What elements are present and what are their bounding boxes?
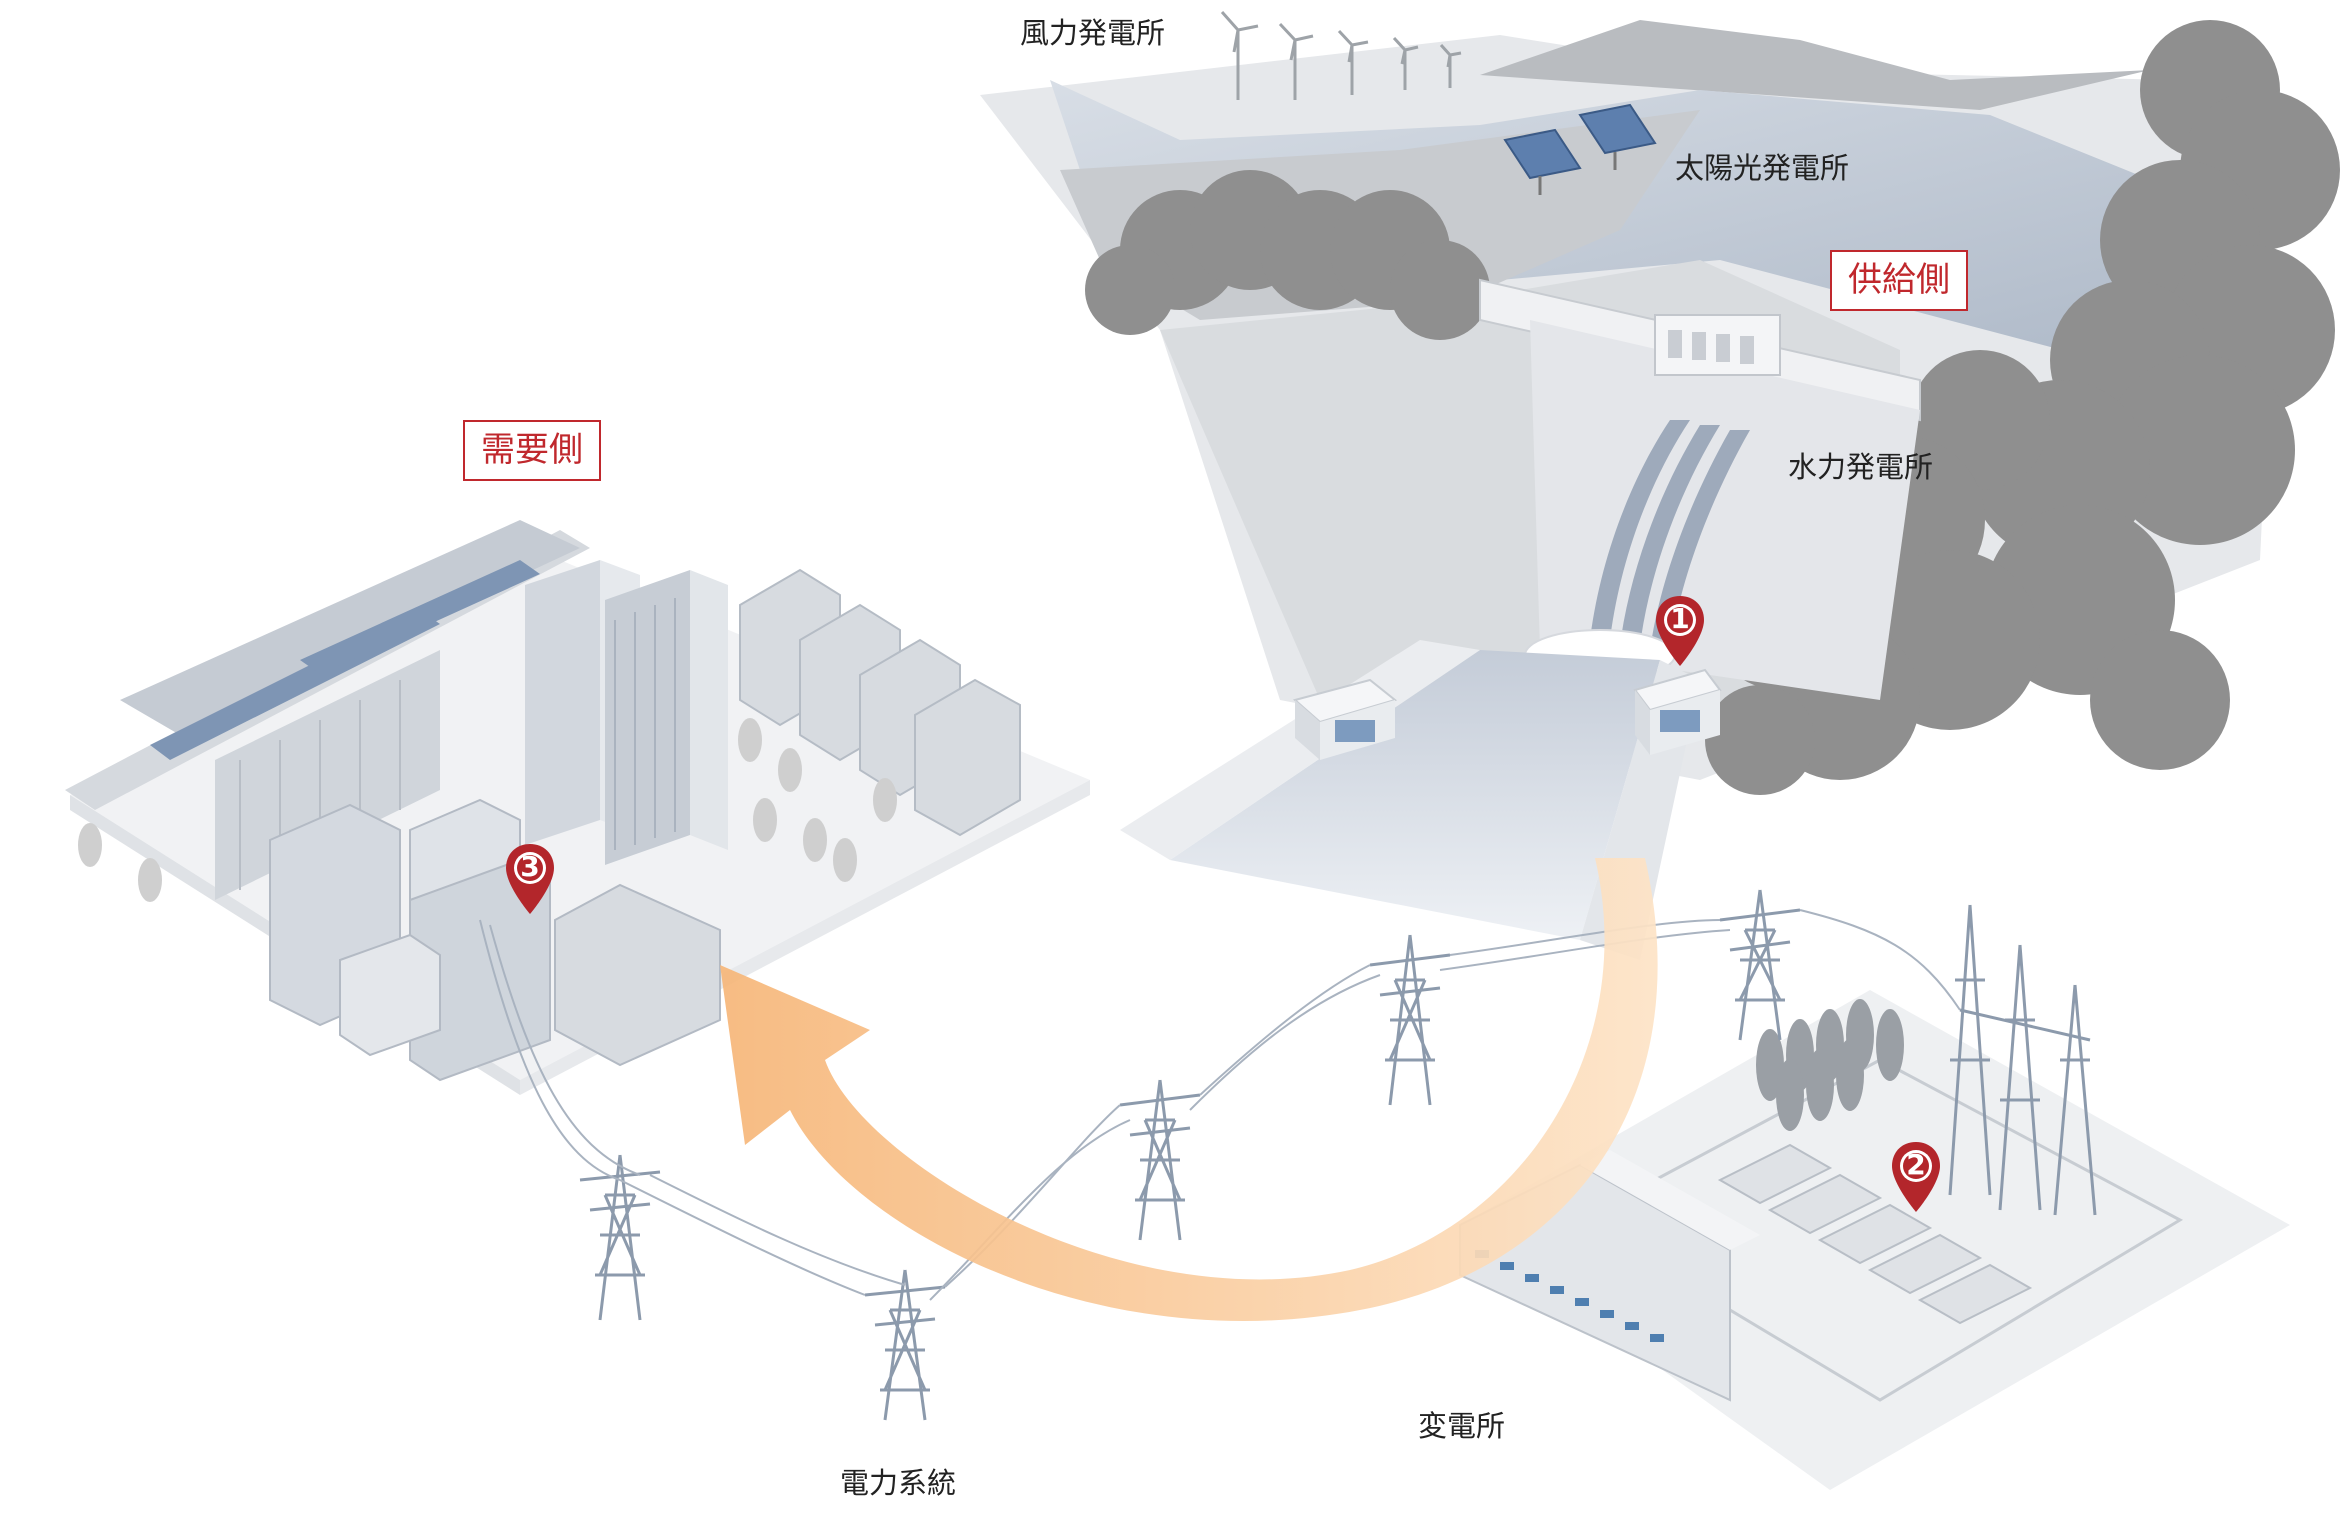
dam-buildings	[1292, 668, 1722, 760]
marker-pin-1[interactable]: 1	[1652, 594, 1708, 668]
forest-left	[1085, 170, 1490, 340]
demand-side-box: 需要側	[463, 420, 601, 481]
transmission-towers	[579, 889, 2097, 1421]
houses	[739, 568, 1021, 837]
forest-right	[1705, 20, 2340, 795]
power-grid-label: 電力系統	[840, 1466, 957, 1500]
marker-number: 3	[520, 850, 540, 883]
elevated-railway	[65, 520, 590, 900]
supply-side-box: 供給側	[1830, 250, 1968, 311]
solar-panels	[1503, 103, 1657, 195]
map-pin-icon	[1656, 596, 1704, 666]
map-pin-icon	[1892, 1142, 1940, 1212]
hydro-dam	[1479, 278, 1921, 700]
map-pin-icon	[506, 844, 554, 914]
high-rise-towers	[525, 560, 728, 865]
solar-power-plant-label: 太陽光発電所	[1675, 151, 1850, 185]
substation-label: 変電所	[1418, 1409, 1506, 1443]
marker-number: 2	[1906, 1148, 1926, 1181]
wind-turbines	[1220, 11, 1462, 100]
marker-pin-2[interactable]: 2	[1888, 1140, 1944, 1214]
marker-number: 1	[1670, 602, 1690, 635]
wind-power-plant-label: 風力発電所	[1020, 16, 1166, 50]
marker-pin-3[interactable]: 3	[502, 842, 558, 916]
energy-flow-arrow	[720, 858, 1658, 1321]
city-trees	[78, 718, 897, 902]
hydro-power-plant-label: 水力発電所	[1788, 450, 1934, 484]
